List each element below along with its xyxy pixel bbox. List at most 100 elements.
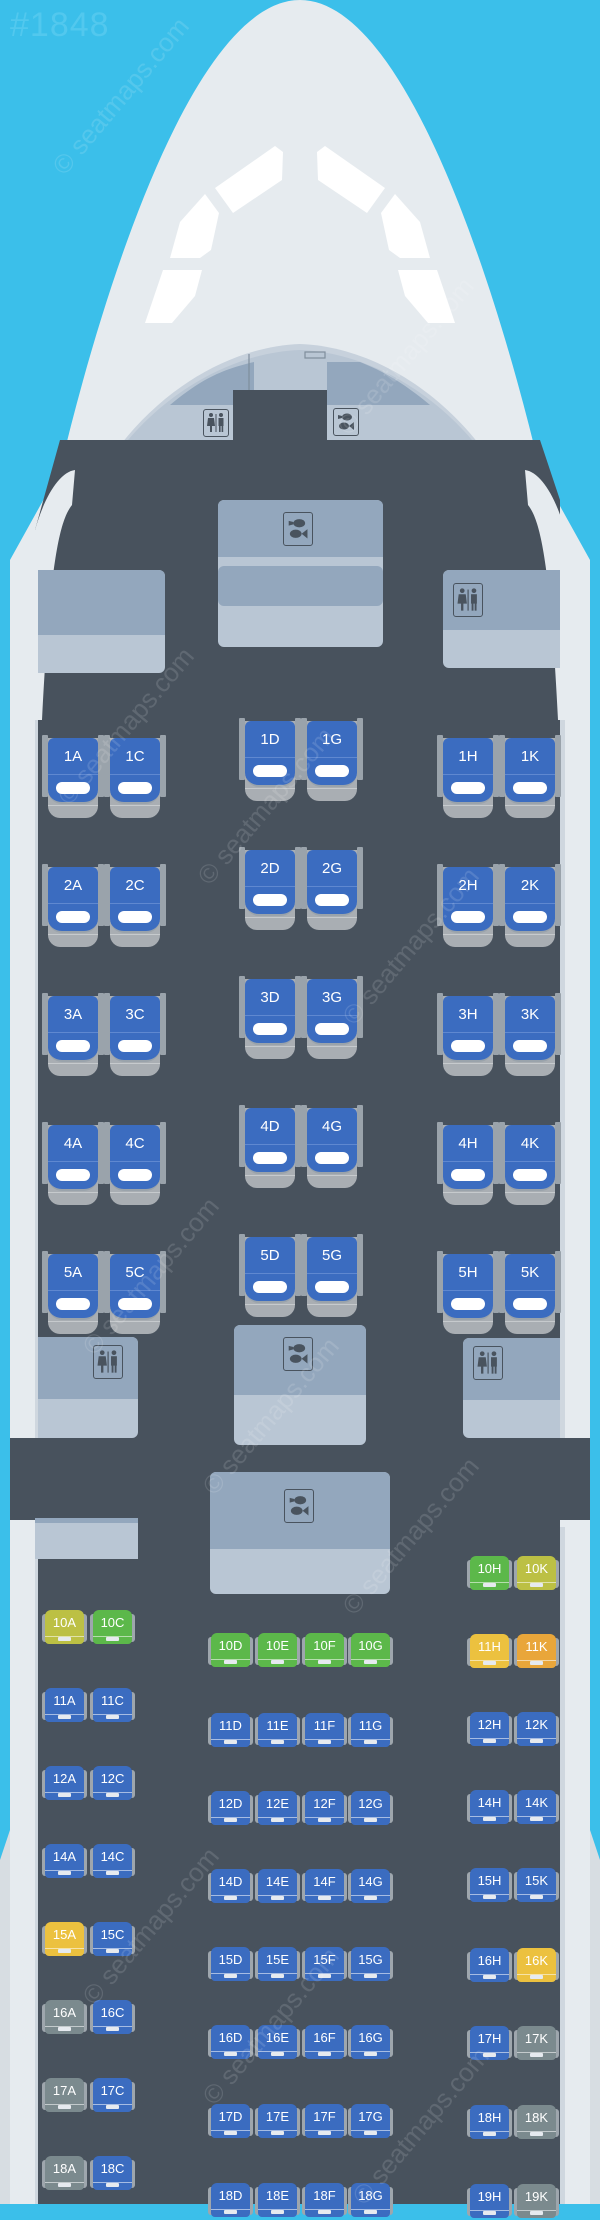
seat-11E[interactable]: 11E bbox=[255, 1713, 300, 1749]
armrest bbox=[493, 735, 499, 797]
seat-2H[interactable]: 2H bbox=[437, 864, 499, 950]
pillow-icon bbox=[451, 1169, 485, 1181]
seat-1A[interactable]: 1A bbox=[42, 735, 104, 821]
seat-label: 10A bbox=[52, 1615, 77, 1630]
seat-12G[interactable]: 12G bbox=[348, 1791, 393, 1827]
seat-17F[interactable]: 17F bbox=[302, 2104, 347, 2140]
seat-18G[interactable]: 18G bbox=[348, 2183, 393, 2219]
seat-15F[interactable]: 15F bbox=[302, 1947, 347, 1983]
seat-16C[interactable]: 16C bbox=[90, 2000, 135, 2036]
seat-1K[interactable]: 1K bbox=[499, 735, 561, 821]
seat-16H[interactable]: 16H bbox=[467, 1948, 512, 1984]
seat-3A[interactable]: 3A bbox=[42, 993, 104, 1079]
seat-11A[interactable]: 11A bbox=[42, 1688, 87, 1724]
armrest bbox=[42, 1122, 48, 1184]
seat-15D[interactable]: 15D bbox=[208, 1947, 253, 1983]
seat-11C[interactable]: 11C bbox=[90, 1688, 135, 1724]
seat-11G[interactable]: 11G bbox=[348, 1713, 393, 1749]
seat-10F[interactable]: 10F bbox=[302, 1633, 347, 1669]
seat-14A[interactable]: 14A bbox=[42, 1844, 87, 1880]
seat-16F[interactable]: 16F bbox=[302, 2025, 347, 2061]
seat-14C[interactable]: 14C bbox=[90, 1844, 135, 1880]
seat-15E[interactable]: 15E bbox=[255, 1947, 300, 1983]
seat-5C[interactable]: 5C bbox=[104, 1251, 166, 1337]
galley-icon bbox=[288, 519, 308, 539]
seat-18E[interactable]: 18E bbox=[255, 2183, 300, 2219]
seat-14D[interactable]: 14D bbox=[208, 1869, 253, 1905]
seat-14K[interactable]: 14K bbox=[514, 1790, 559, 1826]
seat-1H[interactable]: 1H bbox=[437, 735, 499, 821]
seat-15K[interactable]: 15K bbox=[514, 1868, 559, 1904]
seat-14G[interactable]: 14G bbox=[348, 1869, 393, 1905]
seat-10A[interactable]: 10A bbox=[42, 1610, 87, 1646]
seat-3K[interactable]: 3K bbox=[499, 993, 561, 1079]
seat-3G[interactable]: 3G bbox=[301, 976, 363, 1062]
seat-17C[interactable]: 17C bbox=[90, 2078, 135, 2114]
seat-10C[interactable]: 10C bbox=[90, 1610, 135, 1646]
seat-3D[interactable]: 3D bbox=[239, 976, 301, 1062]
seat-12A[interactable]: 12A bbox=[42, 1766, 87, 1802]
seat-17G[interactable]: 17G bbox=[348, 2104, 393, 2140]
seat-17E[interactable]: 17E bbox=[255, 2104, 300, 2140]
lavatory-icon bbox=[477, 1351, 497, 1374]
seat-18D[interactable]: 18D bbox=[208, 2183, 253, 2219]
seat-footrest bbox=[258, 1739, 297, 1747]
seat-4C[interactable]: 4C bbox=[104, 1122, 166, 1208]
seat-12D[interactable]: 12D bbox=[208, 1791, 253, 1827]
seat-12K[interactable]: 12K bbox=[514, 1712, 559, 1748]
seat-15C[interactable]: 15C bbox=[90, 1922, 135, 1958]
seat-label: 14H bbox=[477, 1795, 502, 1810]
seat-15G[interactable]: 15G bbox=[348, 1947, 393, 1983]
seat-5A[interactable]: 5A bbox=[42, 1251, 104, 1337]
seat-4H[interactable]: 4H bbox=[437, 1122, 499, 1208]
seat-16E[interactable]: 16E bbox=[255, 2025, 300, 2061]
seat-11K[interactable]: 11K bbox=[514, 1634, 559, 1670]
seat-18C[interactable]: 18C bbox=[90, 2156, 135, 2192]
seat-2C[interactable]: 2C bbox=[104, 864, 166, 950]
seat-12C[interactable]: 12C bbox=[90, 1766, 135, 1802]
seat-15A[interactable]: 15A bbox=[42, 1922, 87, 1958]
seat-14E[interactable]: 14E bbox=[255, 1869, 300, 1905]
seat-4D[interactable]: 4D bbox=[239, 1105, 301, 1191]
seat-5D[interactable]: 5D bbox=[239, 1234, 301, 1320]
seat-5H[interactable]: 5H bbox=[437, 1251, 499, 1337]
seat-2G[interactable]: 2G bbox=[301, 847, 363, 933]
seat-2D[interactable]: 2D bbox=[239, 847, 301, 933]
seat-17H[interactable]: 17H bbox=[467, 2026, 512, 2062]
seat-5G[interactable]: 5G bbox=[301, 1234, 363, 1320]
seat-4K[interactable]: 4K bbox=[499, 1122, 561, 1208]
seat-16K[interactable]: 16K bbox=[514, 1948, 559, 1984]
seat-11D[interactable]: 11D bbox=[208, 1713, 253, 1749]
seat-10G[interactable]: 10G bbox=[348, 1633, 393, 1669]
seat-1C[interactable]: 1C bbox=[104, 735, 166, 821]
seat-1D[interactable]: 1D bbox=[239, 718, 301, 804]
seat-4A[interactable]: 4A bbox=[42, 1122, 104, 1208]
seat-3H[interactable]: 3H bbox=[437, 993, 499, 1079]
seat-14H[interactable]: 14H bbox=[467, 1790, 512, 1826]
seat-15H[interactable]: 15H bbox=[467, 1868, 512, 1904]
seat-body: 18F bbox=[305, 2183, 344, 2217]
seat-18H[interactable]: 18H bbox=[467, 2105, 512, 2141]
seat-base bbox=[48, 1192, 98, 1193]
seat-2K[interactable]: 2K bbox=[499, 864, 561, 950]
seat-12F[interactable]: 12F bbox=[302, 1791, 347, 1827]
seat-11F[interactable]: 11F bbox=[302, 1713, 347, 1749]
seat-10E[interactable]: 10E bbox=[255, 1633, 300, 1669]
seat-12E[interactable]: 12E bbox=[255, 1791, 300, 1827]
seat-4G[interactable]: 4G bbox=[301, 1105, 363, 1191]
seat-10D[interactable]: 10D bbox=[208, 1633, 253, 1669]
seat-18F[interactable]: 18F bbox=[302, 2183, 347, 2219]
seat-3C[interactable]: 3C bbox=[104, 993, 166, 1079]
seat-14F[interactable]: 14F bbox=[302, 1869, 347, 1905]
seat-12H[interactable]: 12H bbox=[467, 1712, 512, 1748]
seat-10K[interactable]: 10K bbox=[514, 1556, 559, 1592]
seat-19H[interactable]: 19H bbox=[467, 2184, 512, 2220]
seat-10H[interactable]: 10H bbox=[467, 1556, 512, 1592]
seat-11H[interactable]: 11H bbox=[467, 1634, 512, 1670]
seat-2A[interactable]: 2A bbox=[42, 864, 104, 950]
seat-16G[interactable]: 16G bbox=[348, 2025, 393, 2061]
seat-16D[interactable]: 16D bbox=[208, 2025, 253, 2061]
seat-5K[interactable]: 5K bbox=[499, 1251, 561, 1337]
seat-17D[interactable]: 17D bbox=[208, 2104, 253, 2140]
seat-1G[interactable]: 1G bbox=[301, 718, 363, 804]
